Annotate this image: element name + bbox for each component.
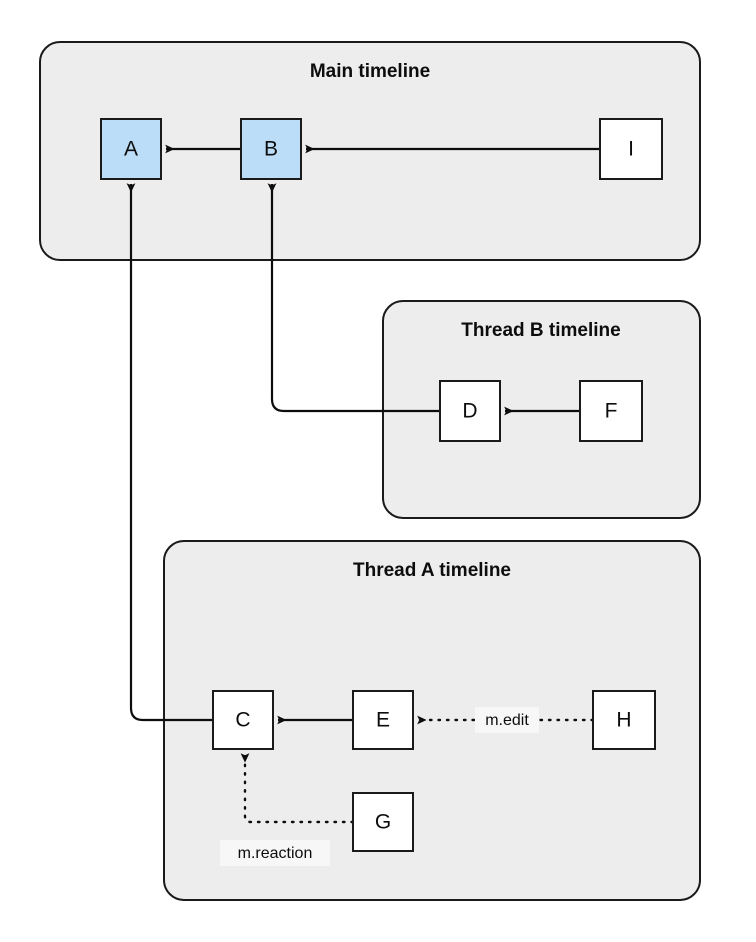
node-d-label: D	[462, 400, 477, 423]
group-thread-b-timeline-title: Thread B timeline	[461, 320, 620, 341]
node-h-box[interactable]	[592, 690, 656, 750]
node-f-label: F	[605, 400, 618, 423]
node-d-box[interactable]	[439, 380, 501, 442]
node-b-label: B	[264, 138, 278, 161]
node-a-label: A	[124, 138, 138, 161]
node-a-box[interactable]	[100, 118, 162, 180]
edge-label-m-edit-bg	[475, 707, 539, 733]
group-main-timeline-box	[39, 41, 701, 261]
node-i-label: I	[628, 138, 634, 161]
edge-label-m-edit: m.edit	[475, 707, 539, 733]
edge-label-m-edit-text: m.edit	[485, 712, 529, 729]
node-c-label: C	[235, 709, 250, 732]
node-e-label: E	[376, 709, 390, 732]
group-thread-a-timeline-title: Thread A timeline	[353, 560, 511, 581]
node-d[interactable]: D	[439, 380, 501, 442]
group-thread-b-timeline-box	[382, 300, 701, 519]
node-e-box[interactable]	[352, 690, 414, 750]
node-h[interactable]: H	[592, 690, 656, 750]
node-g-label: G	[375, 811, 391, 834]
edge-c-to-a	[126, 183, 213, 722]
node-h-label: H	[616, 709, 631, 732]
node-g[interactable]: G	[352, 792, 414, 852]
node-c-box[interactable]	[212, 690, 274, 750]
node-g-box[interactable]	[352, 792, 414, 852]
edge-label-m-reaction-text: m.reaction	[238, 845, 313, 862]
node-e[interactable]: E	[352, 690, 414, 750]
group-main-timeline-title: Main timeline	[310, 61, 430, 82]
group-main-timeline: Main timeline	[39, 41, 701, 261]
node-f-box[interactable]	[579, 380, 643, 442]
edge-d-to-b	[267, 183, 440, 413]
node-i[interactable]: I	[599, 118, 663, 180]
edge-label-m-reaction: m.reaction	[220, 840, 330, 866]
node-f[interactable]: F	[579, 380, 643, 442]
edge-g-to-c	[240, 752, 355, 824]
group-thread-b-timeline: Thread B timeline	[382, 300, 701, 519]
node-a[interactable]: A	[100, 118, 162, 180]
node-c[interactable]: C	[212, 690, 274, 750]
edge-label-m-reaction-bg	[220, 840, 330, 866]
node-i-box[interactable]	[599, 118, 663, 180]
node-b[interactable]: B	[240, 118, 302, 180]
node-b-box[interactable]	[240, 118, 302, 180]
